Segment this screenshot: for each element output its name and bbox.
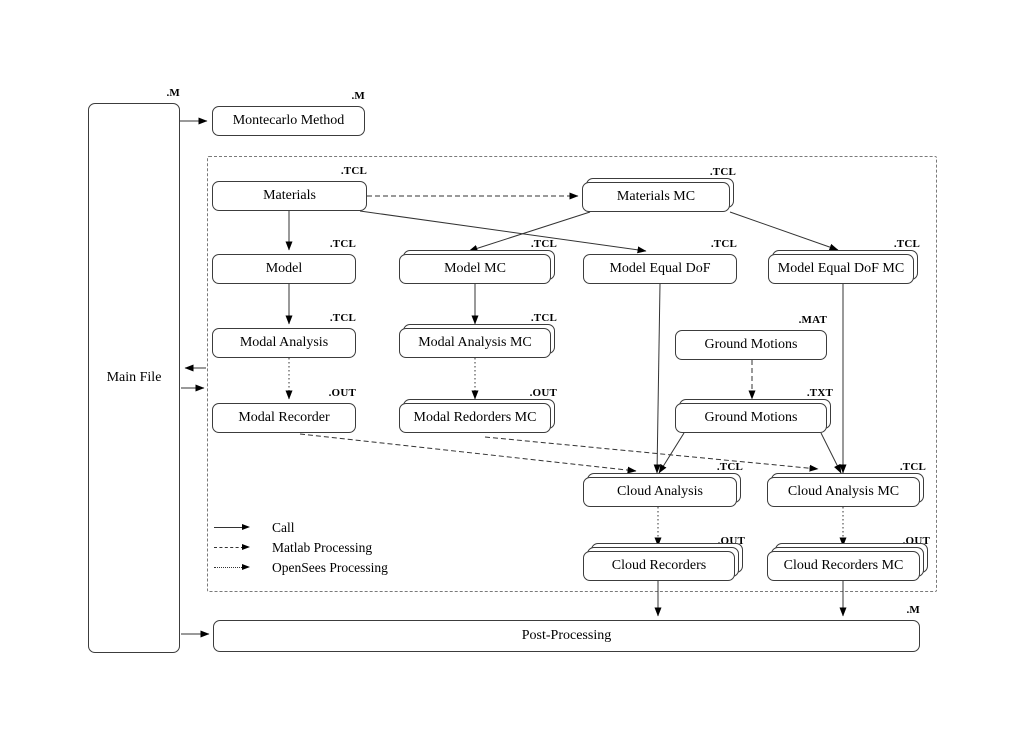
node-box: Model MC — [399, 254, 551, 284]
file-ext-label: .TCL — [530, 312, 557, 324]
node-label: Ground Motions — [704, 410, 798, 426]
file-ext-label: .M — [906, 604, 920, 616]
legend-item-matlab-processing: Matlab Processing — [214, 538, 388, 558]
file-ext-label: .M — [351, 90, 365, 102]
node-label: Cloud Analysis MC — [787, 484, 900, 500]
node-label: Model Equal DoF MC — [777, 261, 905, 277]
node-label: Cloud Recorders MC — [783, 558, 904, 574]
file-ext-label: .TCL — [893, 238, 920, 250]
node-label: Materials — [263, 188, 316, 204]
node-cloud-recorders: .OUT Cloud Recorders — [583, 535, 745, 581]
node-ground-motions-txt: .TXT Ground Motions — [675, 387, 833, 433]
node-label: Montecarlo Method — [232, 113, 345, 129]
node-modal-redorders-mc: .OUT Modal Redorders MC — [399, 387, 557, 433]
node-box: Post-Processing — [213, 620, 920, 652]
node-label: Modal Analysis — [239, 335, 329, 351]
node-label: Materials MC — [616, 189, 696, 205]
legend-label: Call — [272, 520, 295, 535]
file-ext-label: .M — [166, 87, 180, 99]
node-materials: .TCL Materials — [212, 165, 367, 211]
legend-item-call: Call — [214, 518, 388, 538]
node-label: Post-Processing — [521, 628, 612, 644]
node-model-equal-dof: .TCL Model Equal DoF — [583, 238, 737, 284]
node-box: Modal Recorder — [212, 403, 356, 433]
file-ext-label: .TCL — [340, 165, 367, 177]
node-box: Materials — [212, 181, 367, 211]
node-cloud-analysis: .TCL Cloud Analysis — [583, 461, 743, 507]
node-box: Cloud Analysis — [583, 477, 737, 507]
file-ext-label: .TCL — [530, 238, 557, 250]
node-label: Modal Analysis MC — [418, 335, 532, 351]
file-ext-label: .MAT — [798, 314, 827, 326]
file-ext-label: .TCL — [899, 461, 926, 473]
file-ext-label: .OUT — [529, 387, 557, 399]
node-box: Cloud Recorders — [583, 551, 735, 581]
node-box: Model Equal DoF — [583, 254, 737, 284]
node-label: Model — [265, 261, 303, 277]
node-label: Main File — [106, 370, 162, 386]
node-label: Model Equal DoF — [609, 261, 711, 277]
node-box: Cloud Recorders MC — [767, 551, 920, 581]
node-modal-analysis-mc: .TCL Modal Analysis MC — [399, 312, 557, 358]
node-montecarlo-method: .M Montecarlo Method — [212, 90, 365, 136]
file-ext-label: .TCL — [329, 312, 356, 324]
node-post-processing: .M Post-Processing — [213, 604, 920, 652]
node-main-file: .M Main File — [88, 87, 180, 653]
file-ext-label: .TXT — [806, 387, 833, 399]
node-ground-motions-mat: .MAT Ground Motions — [675, 314, 827, 360]
node-label: Model MC — [444, 261, 506, 277]
file-ext-label: .TCL — [709, 166, 736, 178]
node-box: Materials MC — [582, 182, 730, 212]
node-modal-recorder: .OUT Modal Recorder — [212, 387, 356, 433]
node-box: Modal Analysis — [212, 328, 356, 358]
node-box: Ground Motions — [675, 403, 827, 433]
node-materials-mc: .TCL Materials MC — [582, 166, 736, 212]
node-label: Modal Redorders MC — [413, 410, 537, 426]
node-box: Modal Analysis MC — [399, 328, 551, 358]
file-ext-label: .TCL — [329, 238, 356, 250]
legend-label: Matlab Processing — [272, 540, 373, 555]
legend-item-opensees-processing: OpenSees Processing — [214, 558, 388, 578]
node-box: Model Equal DoF MC — [768, 254, 914, 284]
node-modal-analysis: .TCL Modal Analysis — [212, 312, 356, 358]
node-model-equal-dof-mc: .TCL Model Equal DoF MC — [768, 238, 920, 284]
legend: Call Matlab Processing OpenSees Processi… — [214, 518, 388, 578]
file-ext-label: .TCL — [710, 238, 737, 250]
node-label: Modal Recorder — [238, 410, 330, 426]
legend-label: OpenSees Processing — [272, 560, 388, 575]
node-label: Cloud Recorders — [611, 558, 707, 574]
file-ext-label: .OUT — [328, 387, 356, 399]
node-cloud-analysis-mc: .TCL Cloud Analysis MC — [767, 461, 926, 507]
node-label: Ground Motions — [704, 337, 798, 353]
node-model-mc: .TCL Model MC — [399, 238, 557, 284]
workflow-group-border — [207, 156, 937, 592]
node-label: Cloud Analysis — [617, 484, 703, 500]
node-cloud-recorders-mc: .OUT Cloud Recorders MC — [767, 535, 930, 581]
node-box: Main File — [88, 103, 180, 653]
file-ext-label: .TCL — [716, 461, 743, 473]
node-box: Model — [212, 254, 356, 284]
node-box: Ground Motions — [675, 330, 827, 360]
node-box: Modal Redorders MC — [399, 403, 551, 433]
node-model: .TCL Model — [212, 238, 356, 284]
node-box: Montecarlo Method — [212, 106, 365, 136]
node-box: Cloud Analysis MC — [767, 477, 920, 507]
